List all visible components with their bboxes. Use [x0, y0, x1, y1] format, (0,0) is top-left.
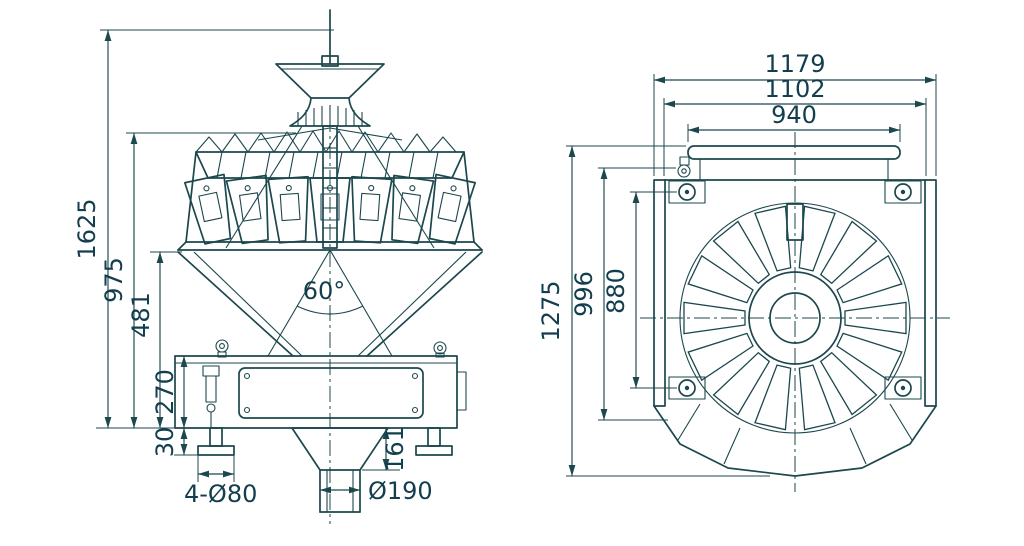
tray-dividers: [216, 151, 439, 179]
weigher-head: [177, 125, 483, 251]
body-outline: [653, 179, 937, 477]
eye-bolt-left: [215, 339, 229, 358]
dim-overall-depth: 1275: [537, 280, 565, 341]
weigh-hoppers: [183, 173, 477, 245]
rail-left: [653, 179, 666, 407]
front-extension-lines: [96, 29, 400, 482]
dim-head-height: 975: [100, 257, 128, 303]
bottom-ribs: [677, 403, 913, 465]
dim-mount-depth: 880: [602, 268, 630, 314]
foot-left: [197, 427, 235, 456]
dim-inner-width: 1102: [764, 75, 825, 103]
foot-right: [415, 427, 453, 456]
segment-disc: [679, 202, 911, 434]
dim-plate-width: 940: [771, 101, 817, 129]
skirt-hatching: [297, 105, 363, 126]
dim-overall-width: 1179: [764, 50, 825, 78]
collecting-cone: 60°: [177, 249, 483, 357]
dim-mount-holes: 4-Ø80: [184, 480, 257, 508]
dim-inner-depth: 996: [570, 271, 598, 317]
dim-foot-height: 30: [151, 427, 179, 458]
dim-outlet-diameter: Ø190: [368, 477, 433, 505]
center-column: [322, 125, 338, 249]
dim-cone-height: 481: [127, 292, 155, 338]
front-view: 60°: [73, 9, 483, 524]
frame-panel: [238, 367, 424, 419]
radial-segments: [683, 205, 907, 431]
eye-bolt-right: [433, 341, 447, 358]
top-plate: [677, 145, 901, 180]
bottom-cone-outline: [653, 405, 937, 477]
pipe-collar: [321, 55, 339, 67]
left-fitting: [202, 365, 220, 428]
top-dimensions: 1179 1102 940 1275 996 880: [537, 50, 936, 476]
dim-outlet-height: 161: [381, 426, 409, 472]
front-dimensions: 1625 975 481 270 30 161 4-Ø80 Ø190: [73, 30, 433, 508]
tray-crown: [195, 130, 464, 153]
feeder-mount: [786, 203, 804, 241]
top-extension-lines: [566, 74, 937, 477]
top-view: 1179 1102 940 1275 996 880: [537, 50, 950, 492]
machine-frame: [174, 339, 467, 456]
angle-arc: [296, 305, 364, 315]
infeed-funnel: [257, 9, 403, 141]
column-braces: [323, 147, 337, 229]
hub-ring: [748, 271, 842, 365]
dim-frame-height: 270: [151, 369, 179, 415]
eye-bolt-top: [677, 156, 691, 178]
disc-outline: [679, 202, 911, 434]
center-opening: [769, 292, 821, 344]
dim-total-height: 1625: [73, 198, 101, 259]
dim-cone-angle: 60°: [303, 277, 346, 305]
corner-mounts: [668, 180, 922, 400]
rail-right: [924, 179, 937, 407]
side-tab: [456, 371, 467, 411]
